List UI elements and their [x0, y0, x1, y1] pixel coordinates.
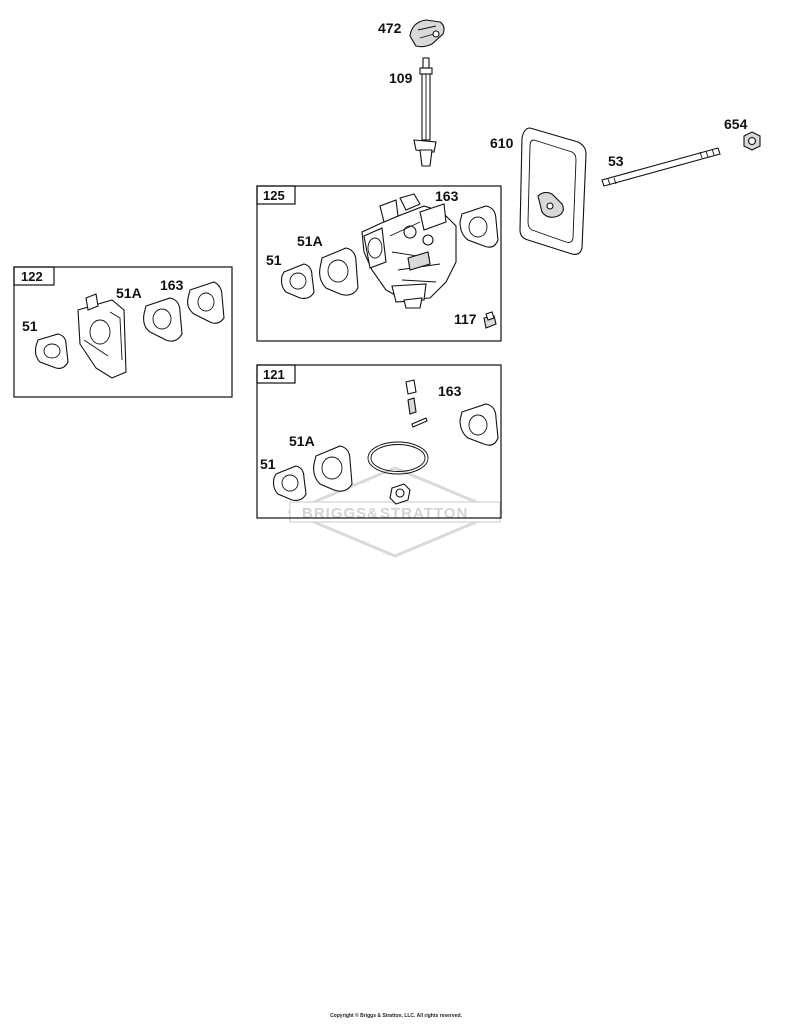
group-121-label-163: 163 — [438, 383, 462, 399]
group-122-box: 122 51 51A 163 — [13, 266, 233, 398]
group-121-gasket-163[interactable] — [459, 403, 499, 446]
watermark-brand-left: BRIGGS — [302, 505, 367, 522]
part-109-shaft[interactable] — [413, 57, 437, 167]
label-472: 472 — [378, 20, 402, 36]
watermark-brand-right: STRATTON — [380, 505, 468, 522]
part-610-gasket[interactable] — [519, 127, 587, 255]
group-121-o-ring[interactable] — [367, 441, 429, 475]
group-125-jet-117[interactable] — [483, 311, 497, 329]
group-121-number: 121 — [263, 367, 285, 382]
group-122-gasket-right[interactable] — [187, 281, 225, 324]
group-125-box: 125 51 51A — [256, 185, 502, 342]
label-610: 610 — [490, 135, 514, 151]
group-125-carburetor[interactable] — [361, 193, 457, 309]
part-53-stud[interactable] — [601, 147, 721, 187]
group-122-gasket-51[interactable] — [34, 333, 69, 369]
group-122-spacer-51a[interactable] — [77, 293, 127, 379]
part-472-knob[interactable] — [409, 19, 445, 48]
group-121-gasket-51[interactable] — [272, 465, 307, 501]
group-125-label-51a: 51A — [297, 233, 323, 249]
label-654: 654 — [724, 116, 748, 132]
group-121-box: 121 51 51A 163 — [256, 364, 502, 519]
group-121-needle-set[interactable] — [389, 379, 428, 505]
watermark-brand-amp: & — [367, 505, 379, 522]
label-53: 53 — [608, 153, 624, 169]
group-125-label-163: 163 — [435, 188, 459, 204]
group-121-label-51: 51 — [260, 456, 276, 472]
group-121-gasket-51a[interactable] — [313, 445, 353, 492]
group-122-label-163: 163 — [160, 277, 184, 293]
group-121-label-51a: 51A — [289, 433, 315, 449]
group-125-label-117: 117 — [454, 311, 477, 327]
group-125-gasket-51[interactable] — [280, 263, 315, 299]
group-125-number: 125 — [263, 188, 285, 203]
group-125-gasket-163[interactable] — [459, 205, 499, 248]
group-122-gasket-163[interactable] — [143, 297, 183, 342]
copyright-notice: Copyright © Briggs & Stratton, LLC. All … — [330, 1013, 462, 1019]
group-125-label-51: 51 — [266, 252, 282, 268]
part-654-nut[interactable] — [743, 131, 761, 151]
group-122-label-51a: 51A — [116, 285, 142, 301]
group-122-number: 122 — [21, 269, 43, 284]
group-122-label-51: 51 — [22, 318, 38, 334]
group-125-gasket-51a[interactable] — [319, 247, 359, 296]
label-109: 109 — [389, 70, 413, 86]
